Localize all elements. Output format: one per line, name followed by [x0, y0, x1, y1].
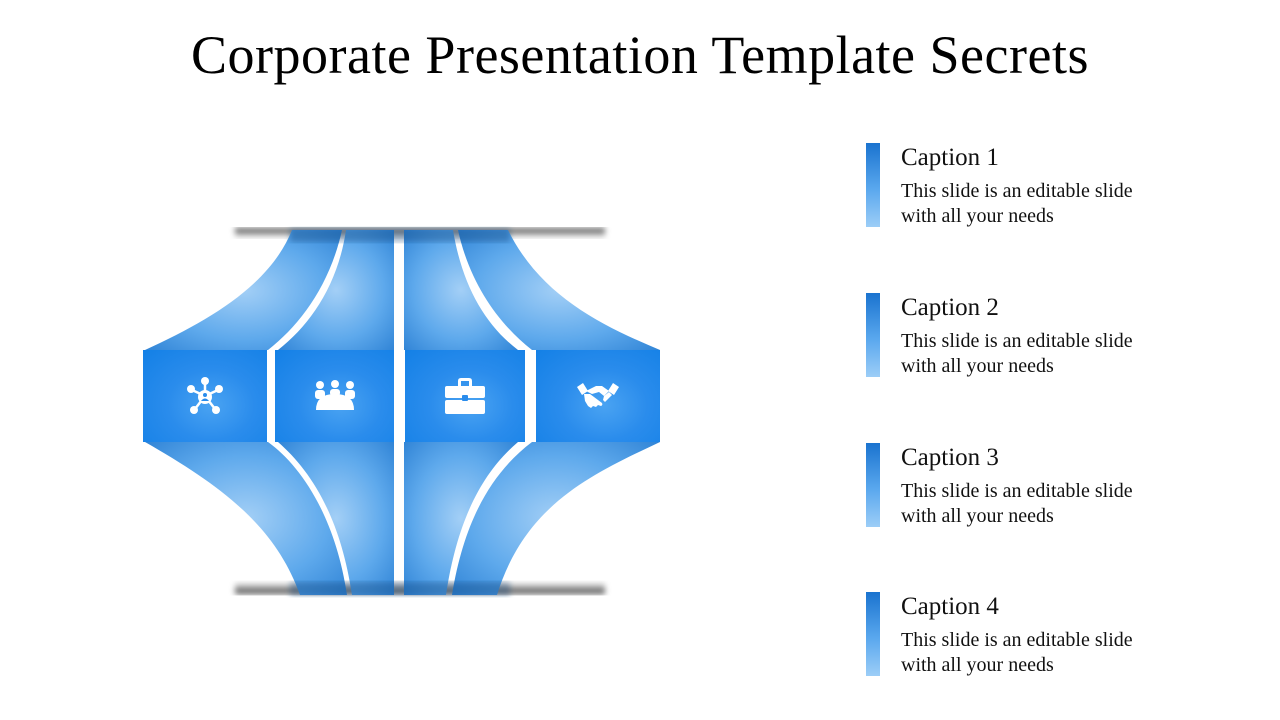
- caption-accent-bar: [866, 143, 880, 227]
- tile-network: [143, 350, 267, 442]
- caption-heading: Caption 2: [901, 294, 999, 321]
- ribbon-shapes: [145, 228, 660, 596]
- caption-text: This slide is an editable slide with all…: [901, 180, 1133, 227]
- tile-briefcase: [405, 350, 525, 442]
- slide-title: Corporate Presentation Template Secrets: [191, 25, 1089, 85]
- handshake-icon: [577, 383, 619, 408]
- caption-accent-bar: [866, 443, 880, 527]
- caption-text: This slide is an editable slide with all…: [901, 629, 1133, 676]
- tile-handshake: [536, 350, 660, 442]
- briefcase-icon: [445, 378, 485, 414]
- caption-heading: Caption 1: [901, 144, 999, 171]
- meeting-team-icon: [314, 380, 355, 410]
- caption-text: This slide is an editable slide with all…: [901, 480, 1133, 527]
- caption-heading: Caption 4: [901, 593, 999, 620]
- tile-meeting: [275, 350, 394, 442]
- curved-ribbon-diagram: [140, 225, 670, 605]
- caption-accent-bar: [866, 293, 880, 377]
- caption-accent-bar: [866, 592, 880, 676]
- caption-text: This slide is an editable slide with all…: [901, 330, 1133, 377]
- caption-heading: Caption 3: [901, 444, 999, 471]
- network-icon: [187, 377, 223, 414]
